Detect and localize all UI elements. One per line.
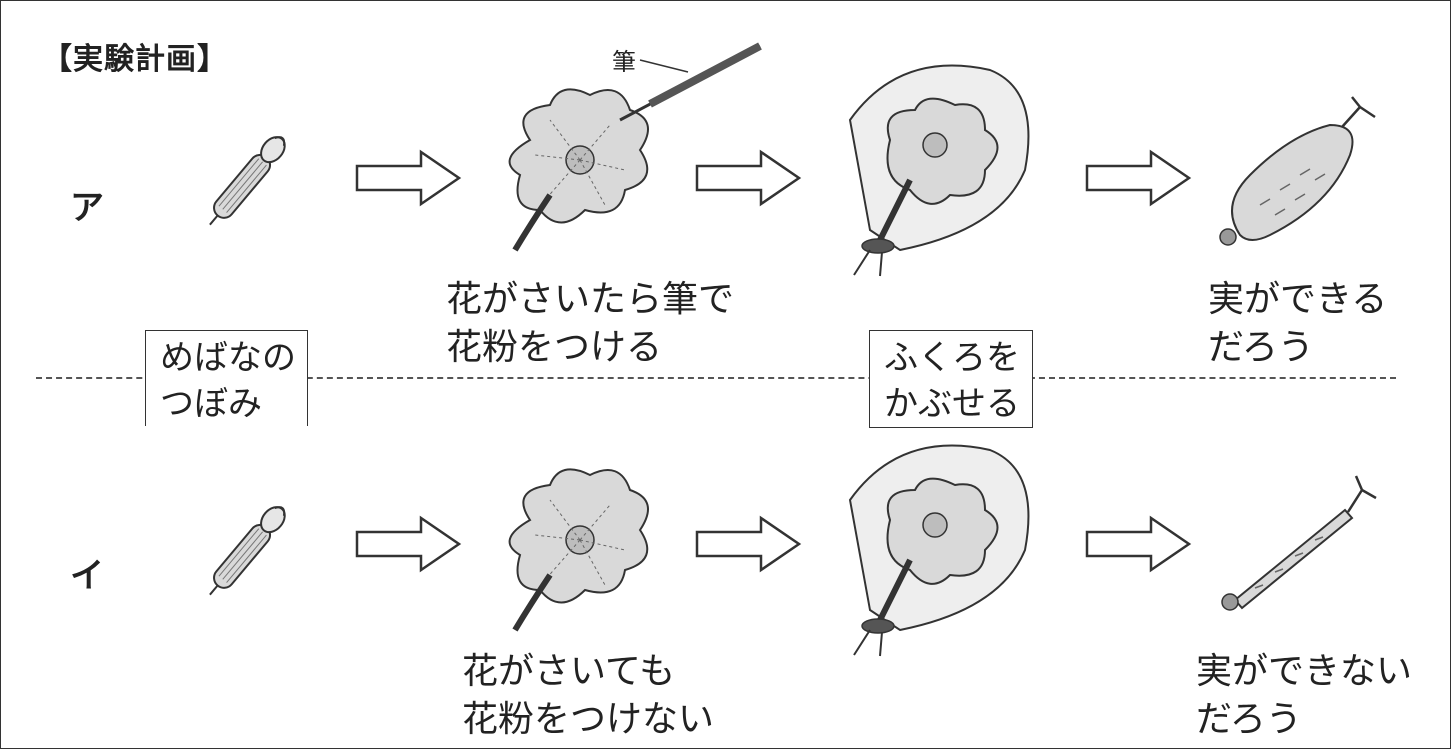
bag-label-box: ふくろを かぶせる: [869, 330, 1033, 428]
arrow-a-1: [355, 149, 462, 207]
pen-illustration: [619, 42, 762, 122]
row-label-a: ア: [70, 188, 104, 228]
caption-a-result: 実ができる だろう: [1208, 276, 1387, 372]
arrow-a-2: [695, 149, 802, 207]
caption-a-step2: 花がさいたら筆で 花粉をつける: [446, 276, 734, 372]
caption-i-step2-line2: 花粉をつけない: [462, 699, 715, 740]
arrow-i-1: [355, 515, 462, 573]
caption-i-result-line1: 実ができない: [1196, 651, 1413, 692]
diagram-title: 【実験計画】: [42, 42, 228, 77]
bag-label-line1: ふくろを: [884, 338, 1020, 378]
bud-illustration-a: [209, 136, 286, 226]
bagged-flower-illustration-i: [848, 444, 1030, 657]
flower-pollinated-illustration: [508, 88, 649, 252]
arrow-i-2: [695, 515, 802, 573]
caption-a-result-line2: だろう: [1208, 327, 1314, 368]
row-divider: [36, 377, 1396, 379]
caption-a-step2-line1: 花がさいたら筆で: [446, 279, 735, 320]
caption-i-result: 実ができない だろう: [1196, 648, 1412, 744]
pen-label: 筆: [612, 48, 636, 76]
arrow-a-3: [1085, 149, 1192, 207]
caption-i-result-line2: だろう: [1196, 699, 1302, 740]
bud-label-box: めばなの つぼみ: [145, 330, 308, 426]
caption-a-step2-line2: 花粉をつける: [446, 327, 663, 368]
caption-i-step2-line1: 花がさいても: [462, 651, 676, 692]
bag-label-line2: かぶせる: [884, 384, 1020, 424]
bagged-flower-illustration-a: [848, 64, 1030, 277]
row-label-i: イ: [70, 556, 104, 596]
fruit-illustration: [1219, 96, 1376, 246]
bud-illustration-i: [209, 506, 286, 596]
caption-a-result-line1: 実ができる: [1208, 279, 1388, 320]
bud-label-line1: めばなの: [160, 338, 296, 378]
caption-i-step2: 花がさいても 花粉をつけない: [462, 648, 714, 744]
arrow-i-3: [1085, 515, 1192, 573]
flower-unpollinated-illustration: [508, 468, 649, 632]
bud-label-line2: つぼみ: [160, 384, 262, 424]
withered-ovary-illustration: [1221, 475, 1377, 611]
